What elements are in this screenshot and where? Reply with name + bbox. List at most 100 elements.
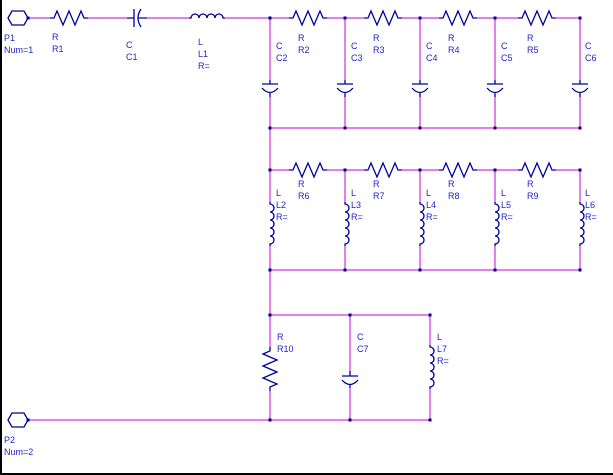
component-capacitor-c6[interactable]: C C6 (571, 41, 597, 97)
symbol-mask (578, 203, 586, 245)
component-param-label: R= (351, 212, 363, 222)
junction-dot (418, 16, 422, 20)
junction-dot (26, 418, 30, 422)
resistor-symbol (364, 161, 402, 179)
component-resistor-r3[interactable]: R R3 (364, 9, 402, 55)
junction-dot (578, 126, 582, 130)
inductor-symbol (419, 202, 425, 246)
component-type-label: L (198, 37, 203, 47)
junction-dot (268, 268, 272, 272)
component-inductor-l1[interactable]: L L1 R= (189, 12, 225, 71)
capacitor-symbol (336, 80, 354, 97)
component-param-label: R= (585, 212, 597, 222)
component-resistor-r9[interactable]: R R9 (518, 161, 556, 201)
capacitor-symbol (571, 80, 589, 97)
component-resistor-r7[interactable]: R R7 (364, 161, 402, 201)
component-id-label: L7 (437, 344, 447, 354)
component-id-label: C6 (585, 53, 597, 63)
component-capacitor-c3[interactable]: C C3 (336, 41, 363, 97)
component-id-label: R6 (298, 191, 310, 201)
component-resistor-r5[interactable]: R R5 (518, 9, 556, 55)
component-capacitor-c4[interactable]: C C4 (411, 41, 438, 97)
capacitor-symbol (486, 80, 504, 97)
symbol-mask (261, 81, 279, 96)
junction-dot (268, 313, 272, 317)
resistor-symbol (439, 9, 477, 27)
symbol-mask (411, 81, 429, 96)
component-capacitor-c7[interactable]: C C7 (341, 332, 369, 388)
resistor-symbol (439, 161, 477, 179)
component-type-label: R (527, 33, 534, 43)
component-type-label: C (351, 41, 358, 51)
component-type-label: L (276, 188, 281, 198)
component-param-label: R= (437, 356, 449, 366)
symbol-mask (486, 81, 504, 96)
junction-dot (268, 168, 272, 172)
component-id-label: R10 (277, 344, 294, 354)
component-resistor-r4[interactable]: R R4 (439, 9, 477, 55)
port-num-label: Num=1 (4, 45, 33, 55)
component-id-label: R2 (298, 45, 310, 55)
junction-dot (418, 168, 422, 172)
capacitor-symbol (341, 371, 359, 388)
component-capacitor-c1[interactable]: C C1 (126, 8, 147, 62)
component-id-label: L5 (501, 200, 511, 210)
component-type-label: R (527, 179, 534, 189)
junction-dot (26, 16, 30, 20)
component-inductor-l3[interactable]: L L3 R= (343, 188, 363, 246)
component-resistor-r10[interactable]: R R10 (261, 332, 294, 391)
resistor-symbol (518, 161, 556, 179)
component-inductor-l7[interactable]: L L7 R= (428, 332, 449, 389)
inductor-symbol (269, 202, 275, 246)
component-capacitor-c5[interactable]: C C5 (486, 41, 513, 97)
component-inductor-l5[interactable]: L L5 R= (493, 188, 513, 246)
component-resistor-r2[interactable]: R R2 (289, 9, 327, 55)
component-id-label: C5 (501, 53, 513, 63)
component-id-label: L4 (426, 200, 436, 210)
component-type-label: R (448, 179, 455, 189)
junction-dot (268, 16, 272, 20)
component-type-label: C (585, 41, 592, 51)
component-type-label: R (277, 332, 284, 342)
component-param-label: R= (426, 212, 438, 222)
resistor-symbol (364, 9, 402, 27)
junction-dot (348, 418, 352, 422)
component-type-label: C (426, 41, 433, 51)
capacitor-symbol (261, 80, 279, 97)
component-id-label: R7 (373, 191, 385, 201)
symbol-mask (428, 346, 436, 388)
component-type-label: L (501, 188, 506, 198)
component-inductor-l4[interactable]: L L4 R= (418, 188, 438, 246)
symbol-mask (518, 9, 556, 27)
junction-dot (428, 313, 432, 317)
junction-dot (343, 16, 347, 20)
resistor-symbol (50, 9, 88, 27)
component-id-label: C1 (126, 52, 138, 62)
component-param-label: R= (501, 212, 513, 222)
inductor-symbol (429, 345, 435, 389)
port-hexagon-symbol (7, 412, 29, 428)
component-type-label: R (448, 33, 455, 43)
port-num-label: Num=2 (4, 447, 33, 457)
component-type-label: R (373, 33, 380, 43)
component-resistor-r1[interactable]: R R1 (50, 9, 88, 54)
junction-dot (493, 268, 497, 272)
symbol-mask (127, 8, 147, 28)
capacitor-symbol (411, 80, 429, 97)
component-resistor-r6[interactable]: R R6 (289, 161, 327, 201)
component-resistor-r8[interactable]: R R8 (439, 161, 477, 201)
component-param-label: R= (198, 61, 210, 71)
junction-dot (493, 168, 497, 172)
junction-dot (343, 126, 347, 130)
inductor-symbol (579, 202, 585, 246)
component-capacitor-c2[interactable]: C C2 (261, 41, 288, 97)
component-inductor-l6[interactable]: L L6 R= (578, 188, 597, 246)
port-name-label: P1 (4, 33, 15, 43)
component-inductor-l2[interactable]: L L2 R= (268, 188, 288, 246)
port-hexagon-symbol (7, 10, 29, 26)
symbol-mask (364, 161, 402, 179)
junction-dot (268, 418, 272, 422)
